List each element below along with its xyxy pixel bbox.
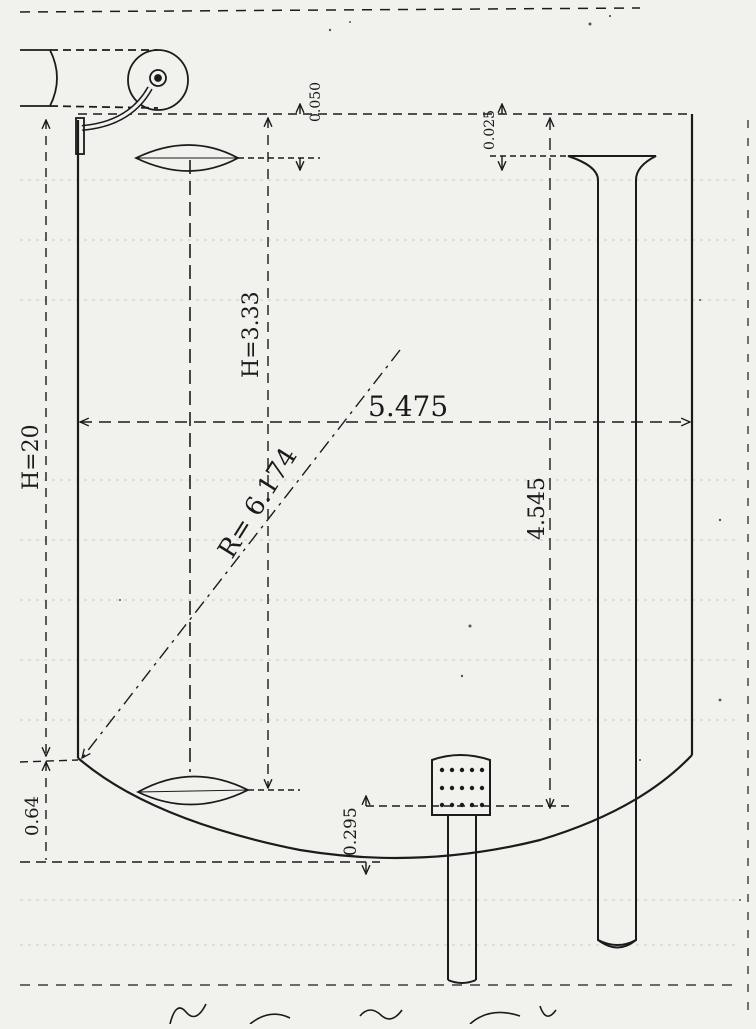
label-height-total: H=20 bbox=[19, 424, 44, 490]
label-width: 5.475 bbox=[368, 390, 448, 423]
dip-pipe bbox=[567, 155, 657, 949]
label-top-offset-left: 0.050 bbox=[308, 82, 324, 122]
agitator-drive bbox=[20, 49, 189, 155]
sheet-border-top bbox=[19, 7, 641, 13]
label-top-offset-right: 0.025 bbox=[482, 110, 498, 150]
label-height-inner: H=3.33 bbox=[239, 291, 264, 378]
label-bottom-center: 0.295 bbox=[341, 807, 361, 856]
bottom-outlet bbox=[431, 754, 491, 984]
photocopy-noise bbox=[119, 14, 741, 901]
label-bottom-left: 0.64 bbox=[22, 796, 43, 836]
handwriting-scribble bbox=[169, 1003, 557, 1025]
tank-bottom-dish bbox=[77, 754, 693, 860]
tank-outline bbox=[76, 114, 694, 860]
label-height-right: 4.545 bbox=[525, 477, 550, 540]
dimension-lines bbox=[19, 104, 690, 874]
